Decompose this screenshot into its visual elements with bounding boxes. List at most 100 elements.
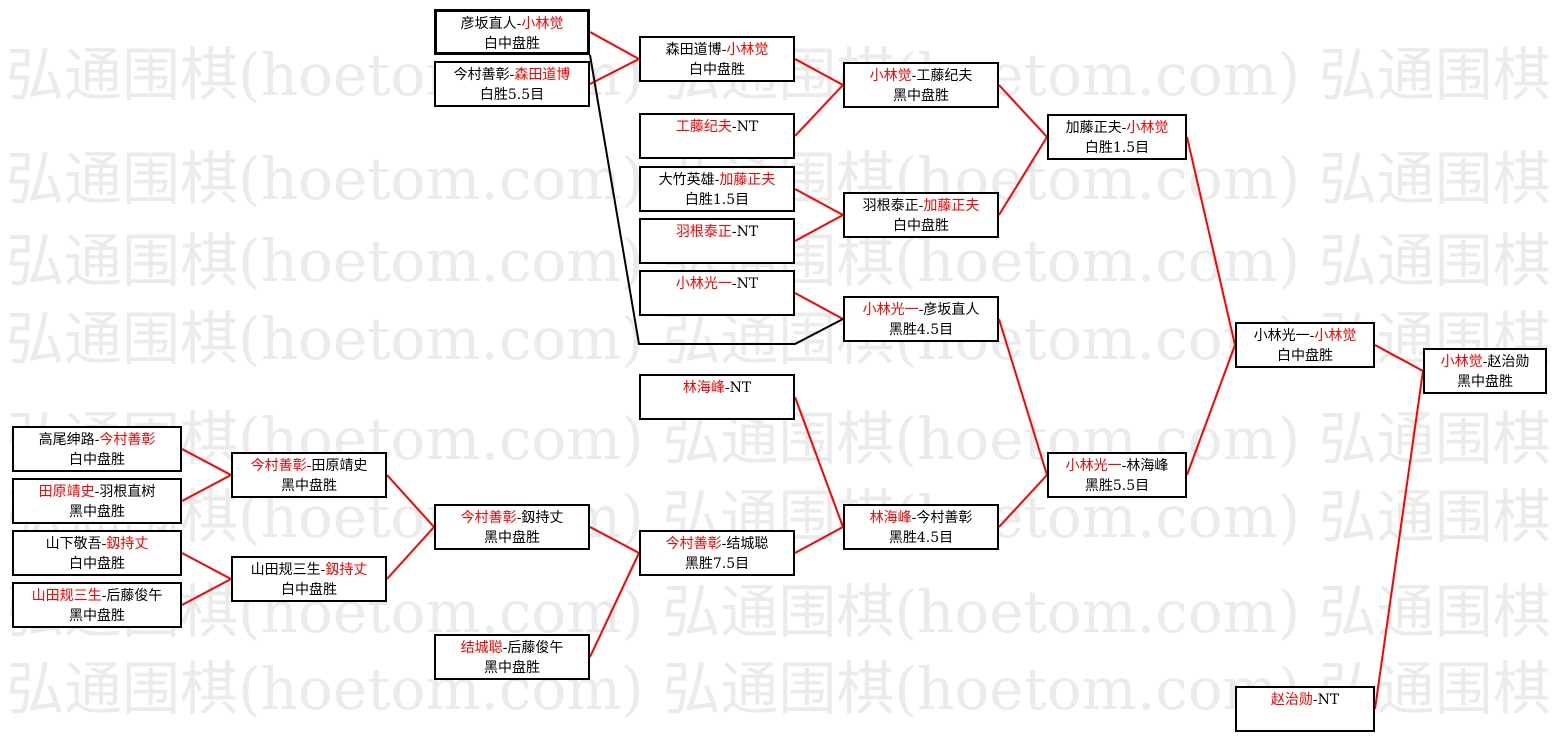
match-players: 今村善彰-田原靖史: [251, 456, 368, 476]
match-box-l4: 今村善彰-结城聪黑胜7.5目: [639, 530, 795, 576]
bracket-connector: [998, 84, 1048, 138]
match-box-r1b: 今村善彰-森田道博白胜5.5目: [434, 61, 590, 107]
player-name: 今村善彰: [250, 458, 307, 474]
player-name: 山田规三生: [250, 562, 321, 578]
match-box-l3b: 结城聪-后藤俊午黑中盘胜: [434, 634, 590, 680]
separator: -: [1312, 692, 1318, 708]
player-name: 加藤正夫: [719, 172, 776, 188]
match-box-r4a: 加藤正夫-小林觉白胜1.5目: [1047, 114, 1187, 160]
player-name: 釼持丈: [521, 510, 564, 526]
player-name: 田原靖史: [38, 484, 95, 500]
match-players: 小林觉-工藤纪夫: [870, 66, 973, 86]
match-result: 黑中盘胜: [484, 530, 540, 546]
bracket-connector: [181, 474, 232, 502]
match-result: 白胜1.5目: [684, 192, 750, 208]
player-name: 小林觉: [1314, 328, 1357, 344]
separator: -: [509, 67, 515, 83]
player-name: 结城聪: [726, 536, 769, 552]
match-players: 今村善彰-森田道博: [454, 65, 571, 85]
match-result: 白中盘胜: [689, 62, 745, 78]
player-name: 后藤俊午: [106, 588, 163, 604]
player-name: 釼持丈: [106, 536, 149, 552]
match-box-l1a: 高尾绅路-今村善彰白中盘胜: [12, 426, 182, 472]
player-name: 大竹英雄: [658, 172, 715, 188]
match-result: 白中盘胜: [1277, 348, 1333, 364]
match-box-r2d: 羽根泰正-NT: [639, 218, 795, 264]
player-name: 小林觉: [726, 42, 769, 58]
bracket-connector: [794, 214, 844, 242]
player-name: 今村善彰: [460, 510, 517, 526]
match-box-r2a: 森田道博-小林觉白中盘胜: [639, 36, 795, 82]
bracket-connector: [386, 474, 435, 528]
player-name: 加藤正夫: [1065, 120, 1122, 136]
bracket-connector: [998, 318, 1048, 476]
match-players: 今村善彰-釼持丈: [461, 508, 564, 528]
match-players: 小林光一-彦坂直人: [863, 300, 980, 320]
separator: -: [724, 380, 730, 396]
match-result: 白中盘胜: [69, 556, 125, 572]
separator: -: [320, 562, 326, 578]
separator: -: [306, 458, 312, 474]
separator: -: [918, 302, 924, 318]
player-name: 森田道博: [665, 42, 722, 58]
match-players: 山田规三生-釼持丈: [251, 560, 368, 580]
separator: -: [516, 16, 522, 32]
bracket-connector: [794, 84, 844, 137]
match-box-l1c: 山下敬吾-釼持丈白中盘胜: [12, 530, 182, 576]
match-players: 赵治勋-NT: [1271, 690, 1339, 710]
separator: -: [721, 536, 727, 552]
player-name: 工藤纪夫: [675, 119, 732, 135]
player-name: 田原靖史: [311, 458, 368, 474]
bracket-connector: [794, 58, 844, 86]
separator: -: [911, 510, 917, 526]
match-players: 田原靖史-羽根直树: [39, 482, 156, 502]
player-name: 林海峰: [1126, 458, 1169, 474]
player-name: 赵治勋: [1270, 692, 1313, 708]
player-name: 加藤正夫: [923, 198, 980, 214]
match-players: 高尾绅路-今村善彰: [39, 430, 156, 450]
match-result: 黑中盘胜: [1457, 374, 1513, 390]
player-name: 彦坂直人: [923, 302, 980, 318]
match-players: 小林觉-赵治勋: [1441, 352, 1530, 372]
player-name: 林海峰: [869, 510, 912, 526]
match-box-l1b: 田原靖史-羽根直树黑中盘胜: [12, 478, 182, 524]
separator: -: [731, 224, 737, 240]
match-box-r3a: 小林觉-工藤纪夫黑中盘胜: [843, 62, 999, 108]
match-players: 工藤纪夫-NT: [676, 117, 758, 137]
player-name: 彦坂直人: [460, 16, 517, 32]
player-name: 今村善彰: [99, 432, 156, 448]
match-players: 小林光一-小林觉: [1254, 326, 1357, 346]
player-name: 羽根泰正: [862, 198, 919, 214]
player-name: NT: [1317, 692, 1340, 708]
player-name: 山田规三生: [31, 588, 102, 604]
match-box-r5: 小林光一-小林觉白中盘胜: [1235, 322, 1375, 368]
match-box-r2e: 小林光一-NT: [639, 270, 795, 316]
bracket-connector: [589, 54, 844, 345]
match-result: 黑中盘胜: [484, 660, 540, 676]
match-result: 黑胜4.5目: [888, 530, 954, 546]
player-name: NT: [729, 380, 752, 396]
bracket-connector: [794, 188, 844, 216]
separator: -: [918, 198, 924, 214]
player-name: 林海峰: [682, 380, 725, 396]
match-box-seed-zhao: 赵治勋-NT: [1235, 686, 1375, 732]
match-result: 黑胜7.5目: [684, 556, 750, 572]
player-name: 森田道博: [514, 67, 571, 83]
match-players: 山田规三生-后藤俊午: [32, 586, 163, 606]
bracket-connector: [181, 578, 232, 606]
match-result: 黑中盘胜: [69, 608, 125, 624]
match-result: 黑中盘胜: [893, 88, 949, 104]
player-name: NT: [736, 224, 759, 240]
separator: -: [94, 432, 100, 448]
match-result: 白胜1.5目: [1084, 140, 1150, 156]
bracket-connector: [181, 552, 232, 580]
match-result: 黑胜5.5目: [1084, 478, 1150, 494]
separator: -: [731, 119, 737, 135]
match-players: 大竹英雄-加藤正夫: [659, 170, 776, 190]
bracket-connector: [386, 526, 435, 580]
match-result: 白中盘胜: [281, 582, 337, 598]
bracket-connector: [794, 292, 844, 320]
player-name: 釼持丈: [325, 562, 368, 578]
match-result: 黑中盘胜: [281, 478, 337, 494]
